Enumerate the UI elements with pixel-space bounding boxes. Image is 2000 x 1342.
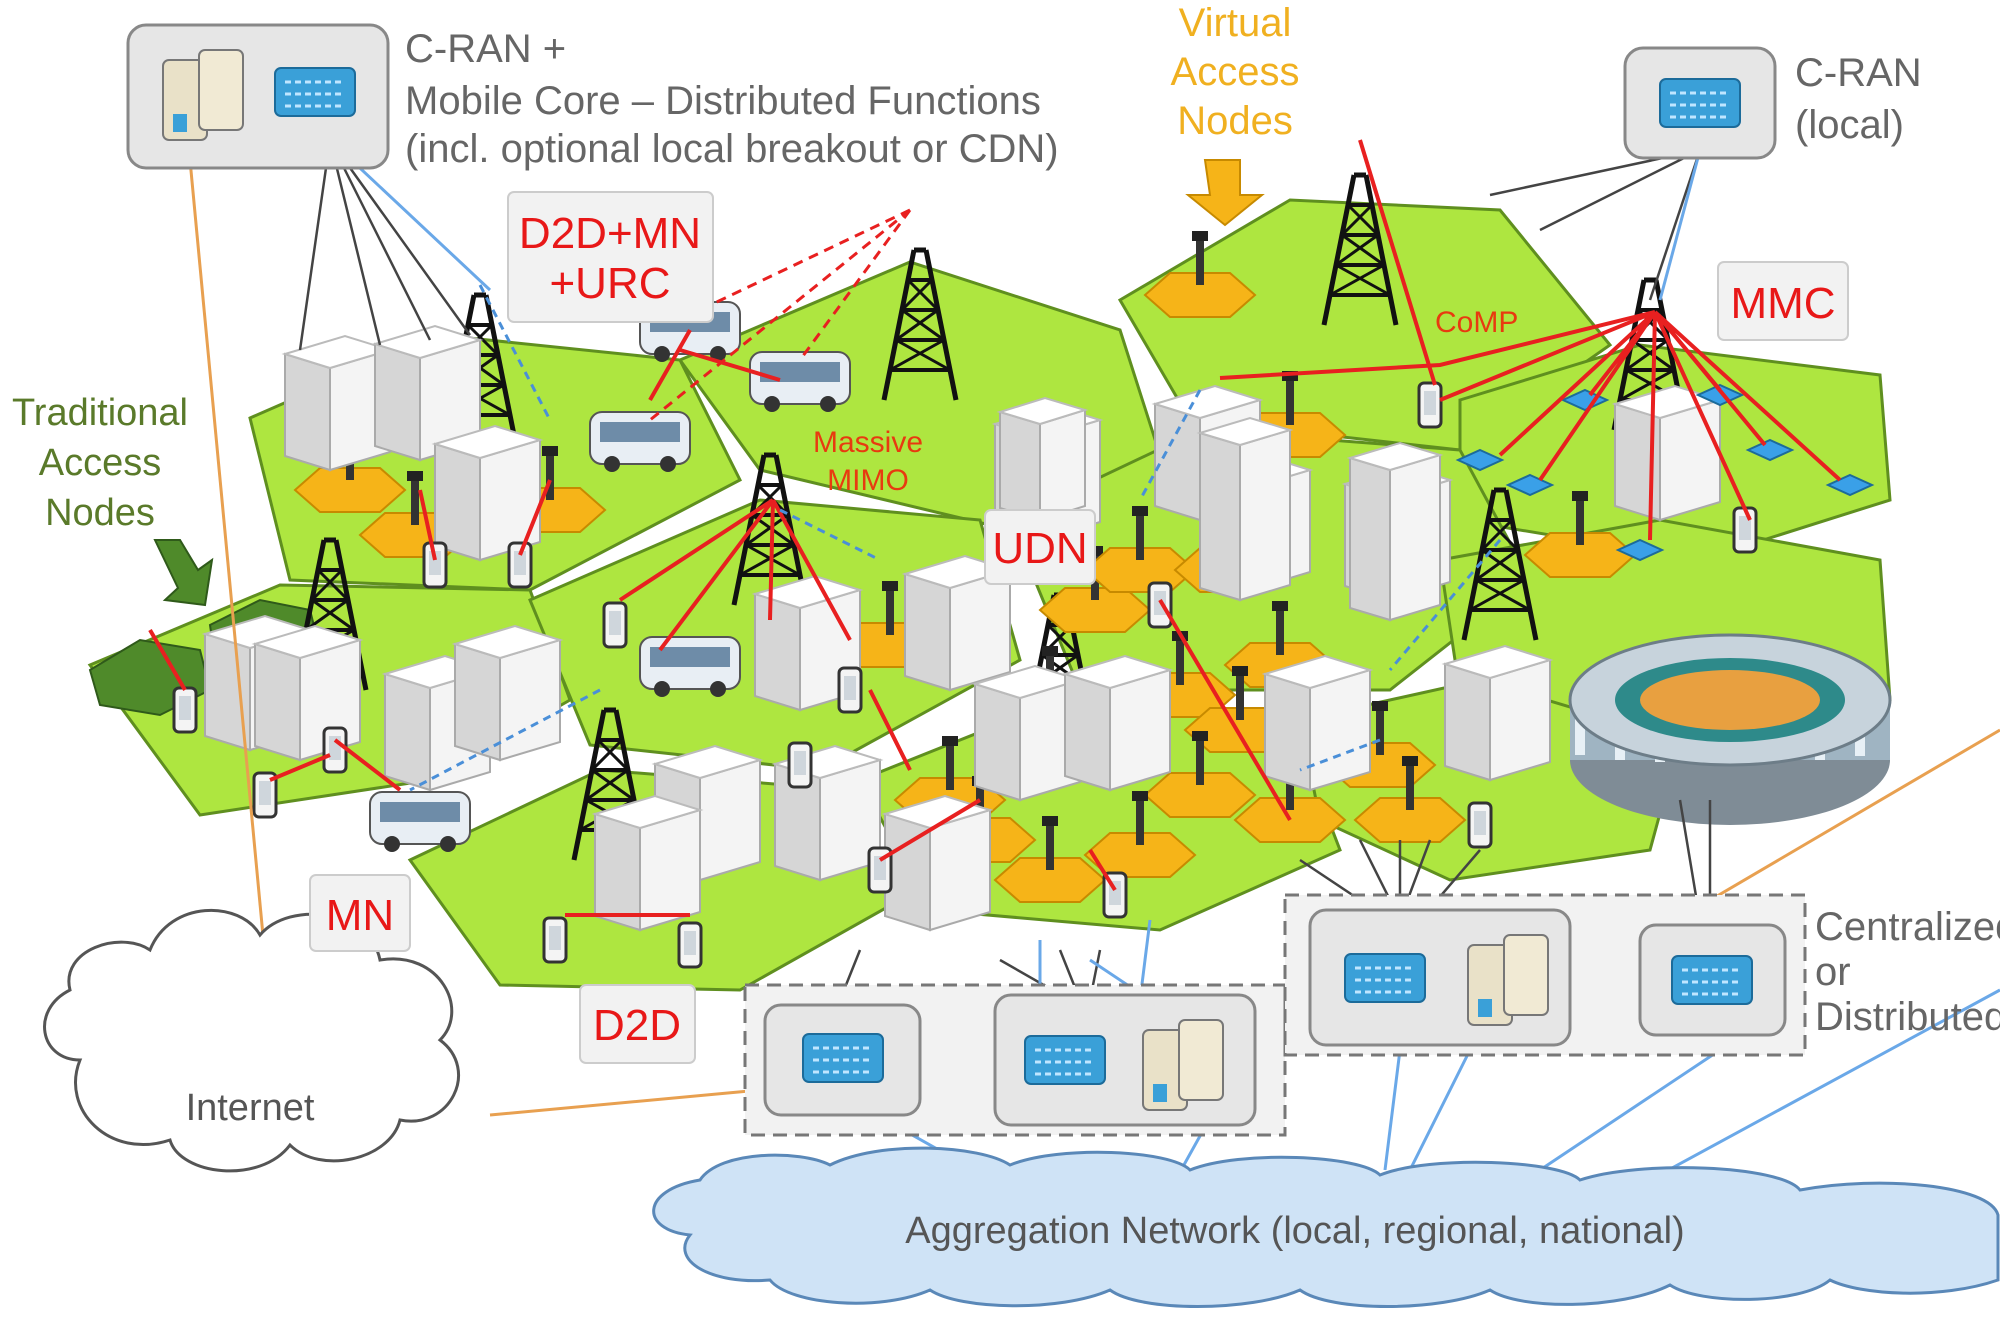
bus-icon [369, 791, 471, 853]
traditional-access-nodes-label-line3: Nodes [45, 492, 155, 534]
tall-building [1196, 416, 1294, 602]
d2d-label: D2D [593, 1001, 681, 1050]
phone-icon [677, 921, 703, 969]
cran-core-box [126, 23, 390, 170]
traditional-access-nodes-label-line2: Access [39, 442, 161, 484]
d2d-mn-urc-label-line1: D2D+MN [519, 209, 701, 258]
building-icon [1064, 655, 1171, 791]
virtual-access-nodes-label-line3: Nodes [1177, 99, 1293, 143]
phone-icon [1732, 506, 1758, 554]
radio-links [148, 139, 1842, 917]
aggregation-cloud [652, 1146, 2000, 1308]
centralized-label: Centralized [1815, 905, 2000, 949]
d2d-box [579, 984, 696, 1064]
blue-dashed-links [409, 284, 1502, 792]
router-icon [1658, 77, 1742, 129]
fronthaul-links [298, 139, 1712, 1002]
edge-box-1 [763, 1003, 922, 1117]
udn-box [984, 509, 1096, 585]
virtual-access-nodes-label-line2: Access [1171, 50, 1300, 94]
data-center-icon [1467, 934, 1549, 1026]
building-icon [594, 795, 701, 931]
cloud-icon [652, 1146, 2000, 1308]
massive-mimo-label-line1: Massive [813, 426, 923, 459]
or-label: or [1815, 950, 1851, 994]
massive-mimo-label-line2: MIMO [827, 464, 909, 497]
phone-icon [1147, 581, 1173, 629]
phone-icon [837, 666, 863, 714]
phone-icon [542, 916, 568, 964]
cran-local-label-line2: (local) [1795, 103, 1904, 147]
comp-label: CoMP [1435, 306, 1518, 339]
cran-local-box [1623, 46, 1777, 160]
phone-icon [1417, 381, 1443, 429]
mn-label: MN [326, 891, 394, 940]
virtual-access-nodes-label-line1: Virtual [1179, 1, 1292, 45]
bus-icon [589, 411, 691, 473]
edge-box-4 [1638, 923, 1787, 1037]
udn-label: UDN [992, 524, 1087, 573]
building-icon [884, 795, 991, 931]
cran-mobile-core-label-line1: C-RAN + [405, 27, 566, 71]
tall-building [1346, 441, 1444, 622]
phone-icon [602, 601, 628, 649]
aggregation-network-label: Aggregation Network (local, regional, na… [905, 1210, 1684, 1252]
internet-cloud [43, 908, 460, 1173]
router-icon [273, 66, 357, 118]
edge-box-3 [1308, 908, 1572, 1047]
building-icon [1444, 645, 1551, 781]
router-icon [801, 1032, 885, 1084]
router-icon [1023, 1034, 1107, 1086]
cloud-icon [43, 908, 460, 1173]
data-center-icon [162, 49, 244, 141]
arrow-icon [1185, 159, 1265, 227]
router-icon [1343, 952, 1427, 1004]
phone-icon [787, 741, 813, 789]
router-icon [1670, 954, 1754, 1006]
blue-backhaul-links [328, 138, 2000, 1192]
cran-mobile-core-label-line2: Mobile Core – Distributed Functions [405, 79, 1041, 123]
internet-label: Internet [186, 1087, 315, 1129]
cran-mobile-core-label-line3: (incl. optional local breakout or CDN) [405, 127, 1059, 171]
mmc-box [1717, 261, 1849, 341]
bus-icon [639, 636, 741, 698]
building-icon [1264, 655, 1371, 791]
buildings [204, 325, 1721, 931]
data-center-icon [1142, 1019, 1224, 1111]
d2d-dashed-links [649, 208, 912, 422]
building-icon [1614, 385, 1721, 521]
mmc-label: MMC [1730, 279, 1835, 328]
traditional-access-nodes-label-line1: Traditional [12, 392, 188, 434]
mn-box [309, 874, 411, 952]
stadium-icon [1568, 633, 1892, 825]
tall-building [996, 396, 1089, 522]
phone-icon [322, 726, 348, 774]
edge-box-2 [993, 993, 1257, 1127]
phone-icon [422, 541, 448, 589]
arrow-icon [153, 539, 214, 607]
bus-icon [749, 351, 851, 413]
phone-icon [172, 686, 198, 734]
d2d-mn-urc-label-line2: +URC [549, 259, 670, 308]
phone-icon [507, 541, 533, 589]
distributed-label: Distributed [1815, 995, 2000, 1039]
d2d-mn-urc-box [507, 191, 714, 323]
phone-icon [1467, 801, 1493, 849]
cran-local-label-line1: C-RAN [1795, 51, 1922, 95]
